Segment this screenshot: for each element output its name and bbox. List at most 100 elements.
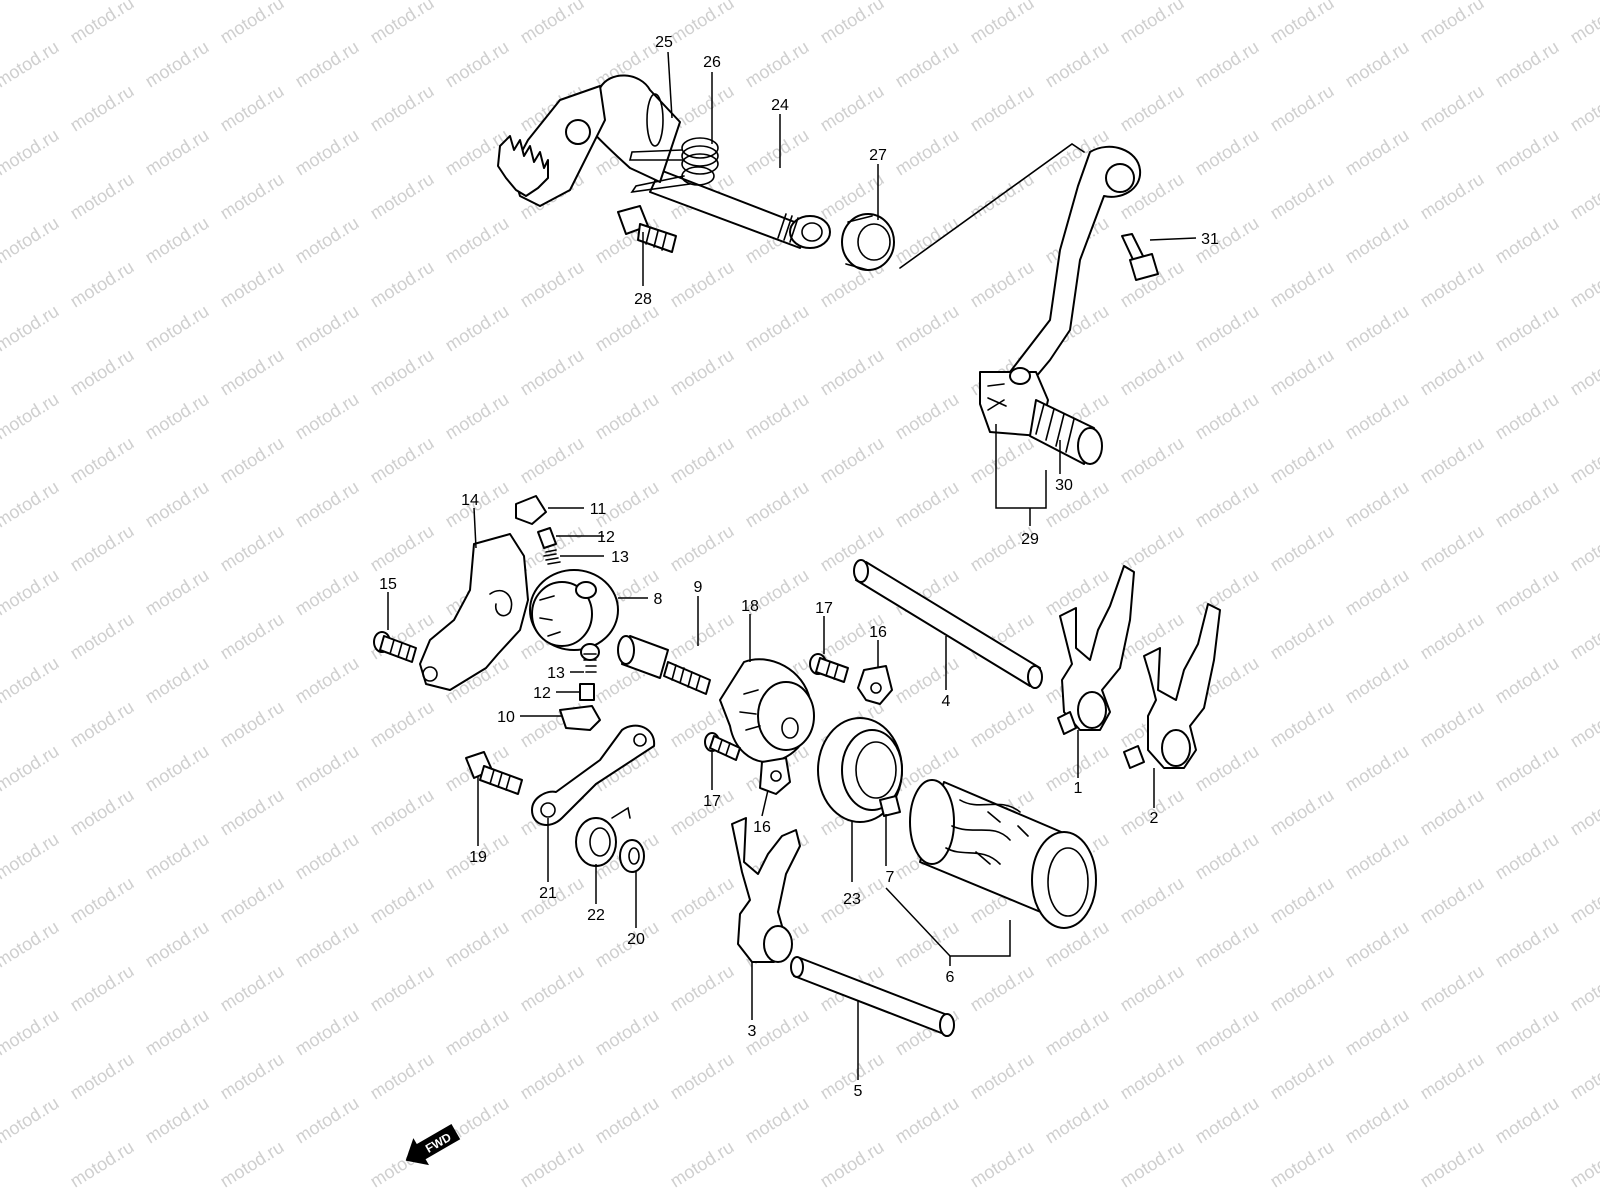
watermark-text: motod.ru: [1267, 433, 1338, 488]
watermark-text: motod.ru: [142, 829, 213, 884]
watermark-text: motod.ru: [517, 1049, 588, 1104]
watermark-text: motod.ru: [367, 169, 438, 224]
watermark-text: motod.ru: [967, 433, 1038, 488]
watermark-text: motod.ru: [1267, 257, 1338, 312]
watermark-text: motod.ru: [817, 1049, 888, 1104]
watermark-text: motod.ru: [442, 0, 513, 3]
watermark-text: motod.ru: [217, 345, 288, 400]
watermark-text: motod.ru: [667, 1049, 738, 1104]
pawl-10: [559, 705, 601, 731]
watermark-text: motod.ru: [1192, 0, 1263, 3]
watermark-text: motod.ru: [1417, 873, 1488, 928]
callout-9: 9: [694, 579, 703, 596]
watermark-text: motod.ru: [1567, 0, 1600, 47]
watermark-text: motod.ru: [667, 0, 738, 47]
watermark-text: motod.ru: [517, 0, 588, 47]
watermark-text: motod.ru: [1192, 1093, 1263, 1148]
watermark-text: motod.ru: [442, 389, 513, 444]
footpeg-rubber-30: [1029, 399, 1103, 465]
watermark-text: motod.ru: [517, 257, 588, 312]
watermark-text: motod.ru: [1267, 345, 1338, 400]
bolt-17-upper: [809, 653, 849, 683]
watermark-text: motod.ru: [1417, 257, 1488, 312]
watermark-text: motod.ru: [0, 0, 62, 3]
callout-13b: 13: [547, 665, 565, 682]
watermark-text: motod.ru: [217, 0, 288, 47]
watermark-text: motod.ru: [667, 609, 738, 664]
watermark-text: motod.ru: [367, 345, 438, 400]
callout-21: 21: [539, 885, 557, 902]
watermark-text: motod.ru: [1492, 37, 1563, 92]
watermark-text: motod.ru: [1192, 917, 1263, 972]
watermark-text: motod.ru: [1342, 741, 1413, 796]
watermark-text: motod.ru: [967, 961, 1038, 1016]
watermark-text: motod.ru: [1342, 125, 1413, 180]
watermark-text: motod.ru: [67, 521, 138, 576]
watermark-text: motod.ru: [1267, 81, 1338, 136]
leader-lines: [387, 51, 1197, 1080]
watermark-text: motod.ru: [1567, 257, 1600, 312]
callout-6: 6: [946, 969, 955, 986]
callout-25: 25: [655, 34, 673, 51]
watermark-text: motod.ru: [367, 257, 438, 312]
watermark-text: motod.ru: [292, 0, 363, 3]
washer-16-upper: [857, 665, 893, 705]
callout-24: 24: [771, 97, 789, 114]
watermark-text: motod.ru: [1267, 785, 1338, 840]
watermark-text: motod.ru: [1117, 0, 1188, 47]
watermark-text: motod.ru: [67, 609, 138, 664]
shift-fork-1: [1057, 565, 1135, 735]
watermark-text: motod.ru: [1267, 609, 1338, 664]
callout-22: 22: [587, 907, 605, 924]
watermark-text: motod.ru: [1342, 829, 1413, 884]
watermark-text: motod.ru: [667, 433, 738, 488]
watermark-text: motod.ru: [442, 37, 513, 92]
washer-16-lower: [759, 757, 791, 795]
watermark-text: motod.ru: [1342, 213, 1413, 268]
watermark-text: motod.ru: [1492, 1093, 1563, 1148]
watermark-text: motod.ru: [1417, 345, 1488, 400]
watermark-text: motod.ru: [592, 1005, 663, 1060]
watermark-text: motod.ru: [0, 1093, 62, 1148]
watermark-text: motod.ru: [517, 961, 588, 1016]
watermark-text: motod.ru: [217, 169, 288, 224]
watermark-text: motod.ru: [1492, 565, 1563, 620]
watermark-text: motod.ru: [1417, 785, 1488, 840]
watermark-text: motod.ru: [892, 0, 963, 3]
watermark-text: motod.ru: [142, 917, 213, 972]
watermark-text: motod.ru: [1567, 521, 1600, 576]
watermark-text: motod.ru: [742, 0, 813, 3]
watermark-text: motod.ru: [142, 653, 213, 708]
watermark-text: motod.ru: [292, 741, 363, 796]
watermark-text: motod.ru: [217, 521, 288, 576]
oil-seal-27: [841, 213, 895, 271]
watermark-text: motod.ru: [142, 125, 213, 180]
watermark-text: motod.ru: [1492, 389, 1563, 444]
watermark-text: motod.ru: [1417, 169, 1488, 224]
watermark-text: motod.ru: [592, 0, 663, 3]
watermark-text: motod.ru: [217, 1137, 288, 1192]
watermark-text: motod.ru: [1567, 697, 1600, 752]
watermark-text: motod.ru: [1567, 433, 1600, 488]
watermark-text: motod.ru: [142, 0, 213, 3]
cam-driven-gear-8: [529, 569, 619, 661]
callout-17a: 17: [815, 600, 833, 617]
watermark-text: motod.ru: [292, 37, 363, 92]
watermark-text: motod.ru: [967, 0, 1038, 47]
spring-13-lower: [583, 653, 597, 673]
watermark-text: motod.ru: [0, 213, 62, 268]
watermark-text: motod.ru: [667, 345, 738, 400]
watermark-text: motod.ru: [142, 1093, 213, 1148]
watermark-text: motod.ru: [1267, 1049, 1338, 1104]
watermark-text: motod.ru: [0, 565, 62, 620]
watermark-text: motod.ru: [367, 785, 438, 840]
watermark-text: motod.ru: [1492, 653, 1563, 708]
watermark-text: motod.ru: [667, 785, 738, 840]
watermark-text: motod.ru: [817, 433, 888, 488]
watermark-text: motod.ru: [367, 1049, 438, 1104]
watermark-text: motod.ru: [1117, 81, 1188, 136]
watermark-text: motod.ru: [1192, 301, 1263, 356]
watermark-text: motod.ru: [1267, 521, 1338, 576]
watermark-text: motod.ru: [1117, 345, 1188, 400]
pin-12-lower: [579, 683, 595, 701]
